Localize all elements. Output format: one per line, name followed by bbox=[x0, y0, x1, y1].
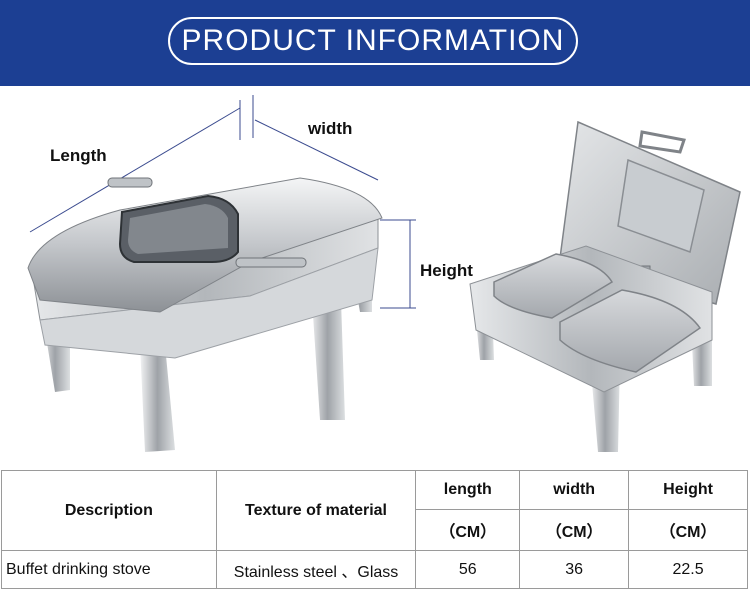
header-width: width bbox=[519, 470, 630, 510]
height-label: Height bbox=[420, 261, 473, 280]
header-length: length bbox=[415, 470, 521, 510]
length-label: Length bbox=[50, 146, 107, 165]
cell-length: 56 bbox=[415, 550, 521, 589]
unit-height: （CM） bbox=[628, 509, 748, 551]
unit-width: （CM） bbox=[519, 509, 630, 551]
spec-table: Description Texture of material length w… bbox=[1, 470, 748, 589]
header-height: Height bbox=[628, 470, 748, 510]
width-label: width bbox=[308, 119, 353, 138]
header-description: Description bbox=[1, 470, 217, 551]
cell-height: 22.5 bbox=[628, 550, 748, 589]
closed-chafing-dish bbox=[27, 95, 416, 452]
header-material: Texture of material bbox=[215, 470, 417, 551]
table-header-row: Description Texture of material length w… bbox=[1, 470, 748, 551]
open-chafing-dish bbox=[469, 120, 741, 452]
cell-material: Stainless steel 、Glass bbox=[215, 550, 417, 589]
product-photos bbox=[27, 95, 741, 452]
cell-width: 36 bbox=[519, 550, 630, 589]
unit-length: （CM） bbox=[415, 509, 521, 551]
banner-title: PRODUCT INFORMATION bbox=[168, 17, 578, 65]
table-row: Buffet drinking stove Stainless steel 、G… bbox=[1, 550, 748, 589]
cell-description: Buffet drinking stove bbox=[1, 550, 217, 589]
header-banner: PRODUCT INFORMATION bbox=[0, 0, 750, 86]
